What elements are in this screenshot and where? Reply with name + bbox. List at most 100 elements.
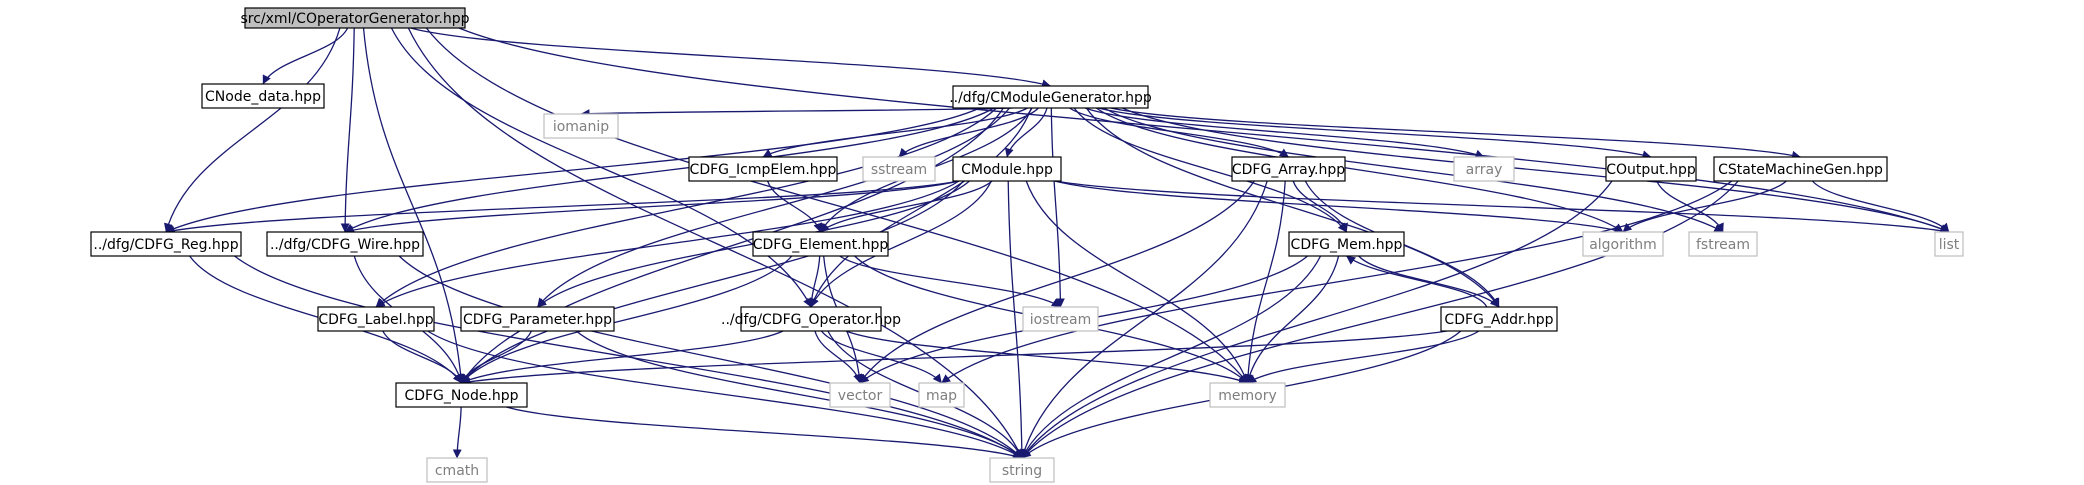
node-addr-box (1440, 306, 1558, 332)
node-iomanip-box (543, 113, 619, 139)
edge-cmodgen-to-algorithm (1095, 107, 1624, 233)
edge-element-to-operator (806, 255, 821, 308)
edge-label_h-to-string (427, 330, 1023, 459)
node-param-label: CDFG_Parameter.hpp (463, 312, 612, 328)
node-fstream-label: fstream (1696, 237, 1750, 253)
node-node[interactable]: CDFG_Node.hpp (395, 382, 528, 408)
node-vector-box (829, 382, 891, 408)
node-element[interactable]: CDFG_Element.hpp (752, 231, 889, 257)
node-cmodule-label: CModule.hpp (961, 162, 1053, 178)
node-coutput-label: COutput.hpp (1606, 162, 1696, 178)
node-fstream: fstream (1688, 231, 1758, 257)
node-string-box (989, 457, 1055, 483)
edge-cmodgen-to-icmp (762, 107, 1028, 158)
edge-label_h-to-node (382, 330, 463, 384)
edge-root-to-node (362, 27, 466, 384)
edge-cmodgen-to-operator (809, 107, 1032, 308)
edge-addr-to-memory (1247, 330, 1480, 384)
node-label_h-label: CDFG_Label.hpp (318, 312, 433, 328)
edge-cmodule-to-memory (1025, 180, 1249, 384)
edge-cmodule-to-wire (344, 180, 960, 235)
node-memory: memory (1209, 382, 1286, 408)
node-coutput-box (1605, 156, 1697, 182)
edge-array_h-to-mem (1292, 180, 1348, 233)
node-addr-label: CDFG_Addr.hpp (1444, 312, 1553, 328)
edge-node-to-cmath (452, 406, 462, 459)
node-cmath-label: cmath (435, 463, 479, 479)
node-element-box (752, 231, 889, 257)
node-array-box (1453, 156, 1515, 182)
edge-root-to-memory (425, 27, 1249, 384)
edge-cmodgen-to-csm (1110, 107, 1801, 160)
node-sstream-label: sstream (871, 162, 927, 178)
node-coutput[interactable]: COutput.hpp (1605, 156, 1697, 182)
node-icmp-label: CDFG_IcmpElem.hpp (690, 162, 837, 178)
edge-cmodgen-to-mem (1073, 107, 1348, 233)
node-map-box (918, 382, 965, 408)
edge-icmp-to-element (766, 180, 822, 233)
edge-operator-to-memory (845, 330, 1248, 385)
node-array_h[interactable]: CDFG_Array.hpp (1231, 156, 1346, 182)
node-list-label: list (1939, 237, 1960, 253)
edge-cmodgen-to-addr (1085, 107, 1500, 308)
edge-csm-to-list (1811, 180, 1950, 233)
edge-root-to-cnode_data (262, 27, 349, 85)
node-cmath-box (426, 457, 488, 483)
node-cmodule-box (952, 156, 1062, 182)
node-wire[interactable]: ../dfg/CDFG_Wire.hpp (266, 231, 424, 257)
node-cmath: cmath (426, 457, 488, 483)
edge-cmodule-to-node (461, 180, 964, 384)
edge-cmodgen-to-reg (165, 107, 981, 233)
node-list: list (1934, 231, 1964, 257)
node-algorithm-label: algorithm (1589, 237, 1657, 253)
edge-cmodule-to-list (1054, 180, 1950, 235)
edge-addr-to-node (461, 330, 1448, 387)
node-addr[interactable]: CDFG_Addr.hpp (1440, 306, 1558, 332)
edge-param-to-string (575, 330, 1023, 459)
edge-root-to-reg (164, 27, 341, 233)
node-map-label: map (926, 388, 957, 404)
edge-coutput-to-fstream (1656, 180, 1724, 233)
edge-cmodule-to-string (1007, 180, 1027, 459)
node-cmodgen[interactable]: ../dfg/CModuleGenerator.hpp (949, 85, 1152, 109)
node-wire-label: ../dfg/CDFG_Wire.hpp (270, 237, 420, 253)
node-mem-box (1288, 231, 1405, 257)
node-cmodgen-label: ../dfg/CModuleGenerator.hpp (949, 90, 1152, 106)
node-cmodule[interactable]: CModule.hpp (952, 156, 1062, 182)
node-list-box (1934, 231, 1964, 257)
node-csm[interactable]: CStateMachineGen.hpp (1713, 156, 1888, 182)
edge-addr-to-mem (1346, 255, 1488, 308)
node-csm-label: CStateMachineGen.hpp (1718, 162, 1883, 178)
node-root[interactable]: src/xml/COperatorGenerator.hpp (240, 7, 470, 29)
node-sstream: sstream (862, 156, 936, 182)
edge-cmodgen-to-node (460, 107, 1004, 384)
edge-cmodule-to-reg (165, 180, 960, 235)
node-cnode_data[interactable]: CNode_data.hpp (201, 83, 325, 109)
edge-wire-to-string (398, 255, 1023, 459)
node-icmp-box (688, 156, 838, 182)
node-label_h[interactable]: CDFG_Label.hpp (317, 306, 435, 332)
edge-mem-to-addr (1358, 255, 1500, 308)
edge-cmodgen-to-wire (344, 107, 995, 233)
node-vector-label: vector (838, 388, 883, 404)
edge-operator-to-vector (814, 330, 862, 384)
edge-cmodule-to-element (820, 180, 993, 233)
node-sstream-box (862, 156, 936, 182)
edge-mem-to-string (1021, 255, 1322, 459)
edge-csm-to-map (941, 180, 1733, 384)
edge-cmodgen-to-iostream (1050, 107, 1065, 308)
node-root-box (244, 7, 466, 29)
edge-root-to-wire (340, 27, 355, 233)
node-cnode_data-box (201, 83, 325, 109)
node-param[interactable]: CDFG_Parameter.hpp (460, 306, 615, 332)
node-reg-box (90, 231, 242, 257)
node-cnode_data-label: CNode_data.hpp (205, 89, 321, 105)
node-mem[interactable]: CDFG_Mem.hpp (1288, 231, 1405, 257)
node-operator[interactable]: ../dfg/CDFG_Operator.hpp (721, 306, 901, 332)
node-cmodgen-box (952, 85, 1149, 109)
node-reg[interactable]: ../dfg/CDFG_Reg.hpp (90, 231, 242, 257)
edge-array_h-to-vector (859, 180, 1255, 384)
edge-element-to-node (461, 255, 793, 384)
node-icmp[interactable]: CDFG_IcmpElem.hpp (688, 156, 838, 182)
node-vector: vector (829, 382, 891, 408)
